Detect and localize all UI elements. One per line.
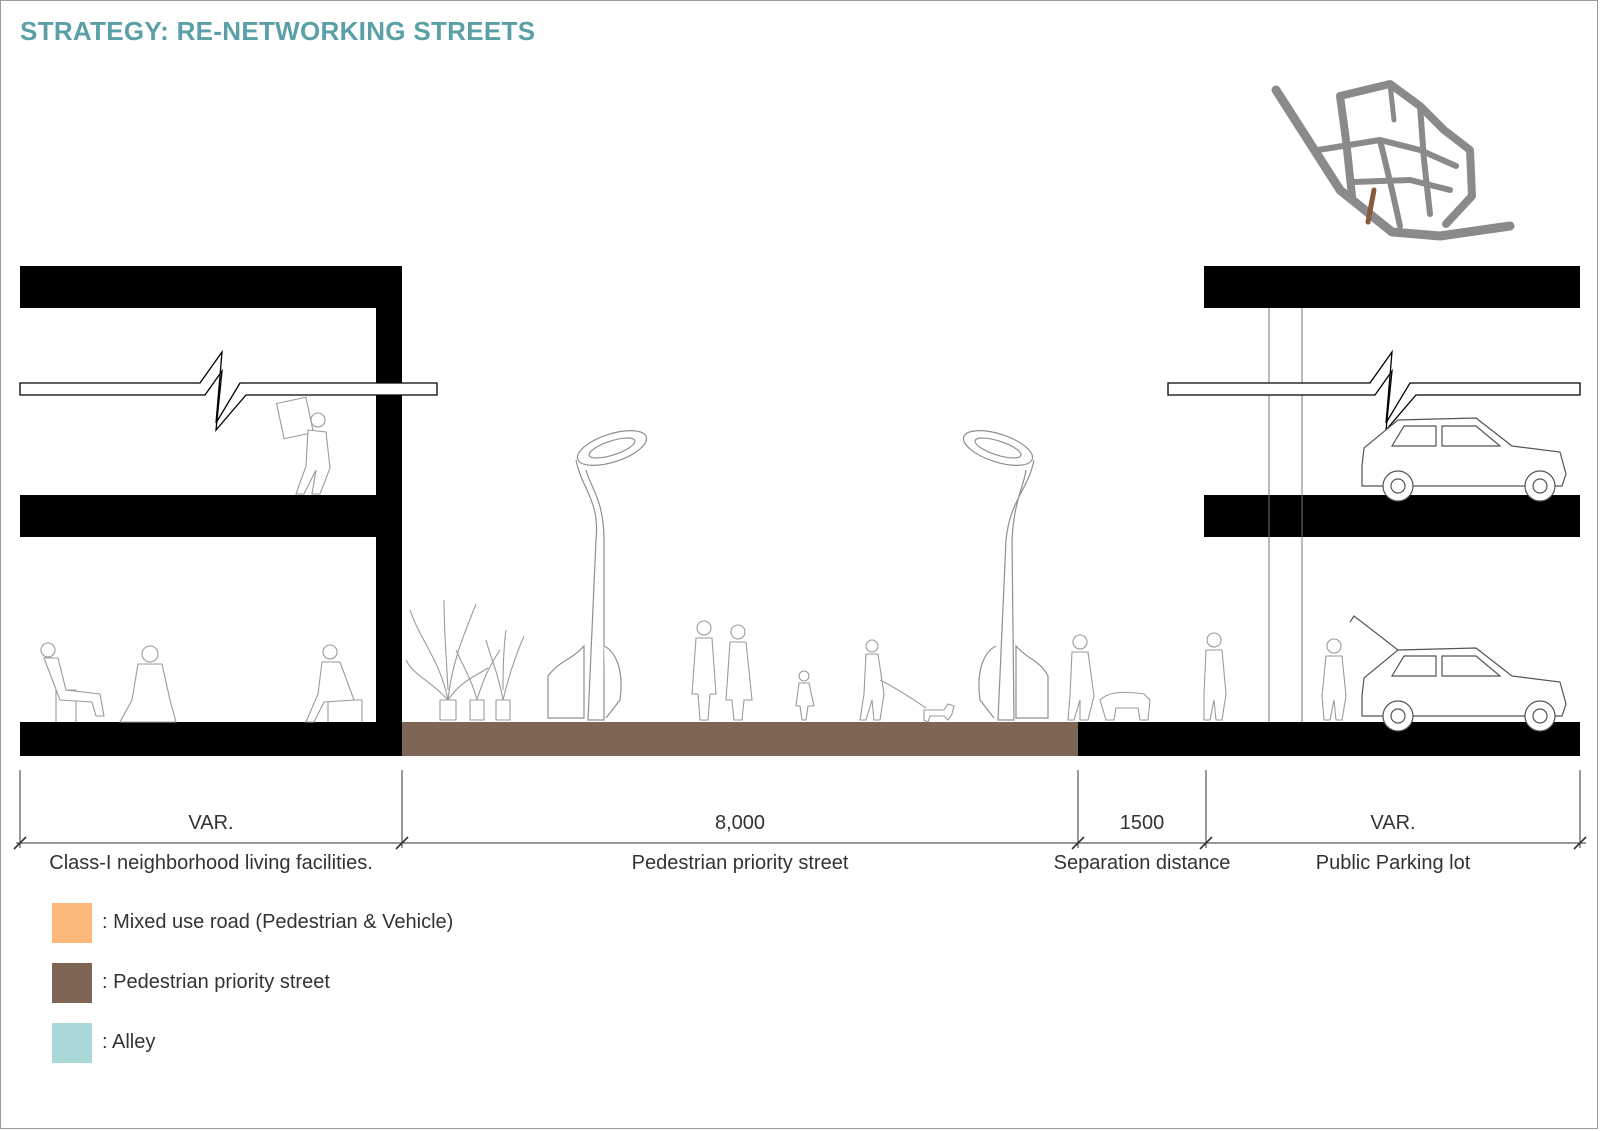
bench-icon [40,642,105,722]
dog-icon [879,679,955,723]
dimension-value-street: 8,000 [714,812,766,834]
legend-label: : Alley [102,1031,156,1053]
person-icon [275,396,331,495]
dog-icon [1099,691,1151,721]
left-middle-slab [20,495,402,537]
dimension-label-street: Pedestrian priority street [631,852,849,874]
street-lamp-icon [962,430,1049,721]
page-title: STRATEGY: RE-NETWORKING STREETS [20,16,536,46]
person-icon [1067,634,1095,721]
person-icon [795,670,815,721]
dimension-label-separation: Separation distance [1053,852,1231,874]
street-lamp-icon [547,430,648,721]
person-icon [691,620,717,721]
legend-swatch [52,1023,92,1063]
dimension-value-left: VAR. [188,812,234,834]
person-icon [1203,632,1227,721]
dimension-value-parking: VAR. [1370,812,1416,834]
dimension-label-left: Class-I neighborhood living facilities. [49,852,373,874]
bench-icon [305,644,363,723]
left-roof-slab [20,266,402,308]
legend-label: : Mixed use road (Pedestrian & Vehicle) [102,911,454,933]
plant-icon [405,599,525,721]
legend-label: : Pedestrian priority street [102,971,330,993]
pedestrian-street-surface [402,722,1078,756]
interior-figures [40,396,363,723]
legend-swatch [52,903,92,943]
person-icon [1321,638,1347,721]
legend-item-pedestrian: : Pedestrian priority street [52,963,652,1003]
key-map-icon [1271,80,1515,241]
right-roof-slab [1204,266,1580,308]
right-middle-slab [1204,495,1580,537]
legend-swatch [52,963,92,1003]
person-icon [725,624,753,721]
left-building [19,266,438,756]
dimension-label-parking: Public Parking lot [1315,852,1471,874]
left-break-line [19,349,438,432]
car-icon [1349,615,1567,732]
right-building [1078,266,1581,756]
person-icon [119,645,177,723]
legend-item-alley: : Alley [52,1023,652,1063]
legend-item-mixed-use: : Mixed use road (Pedestrian & Vehicle) [52,903,652,943]
car-icon [1361,417,1567,502]
left-ground-slab [20,722,402,756]
right-break-line [1167,349,1581,432]
dimension-line [13,770,1587,850]
pedestrian-figures [691,620,1347,723]
dimension-value-separation: 1500 [1119,812,1165,834]
person-icon [859,639,885,721]
right-ground-slab [1078,722,1580,756]
